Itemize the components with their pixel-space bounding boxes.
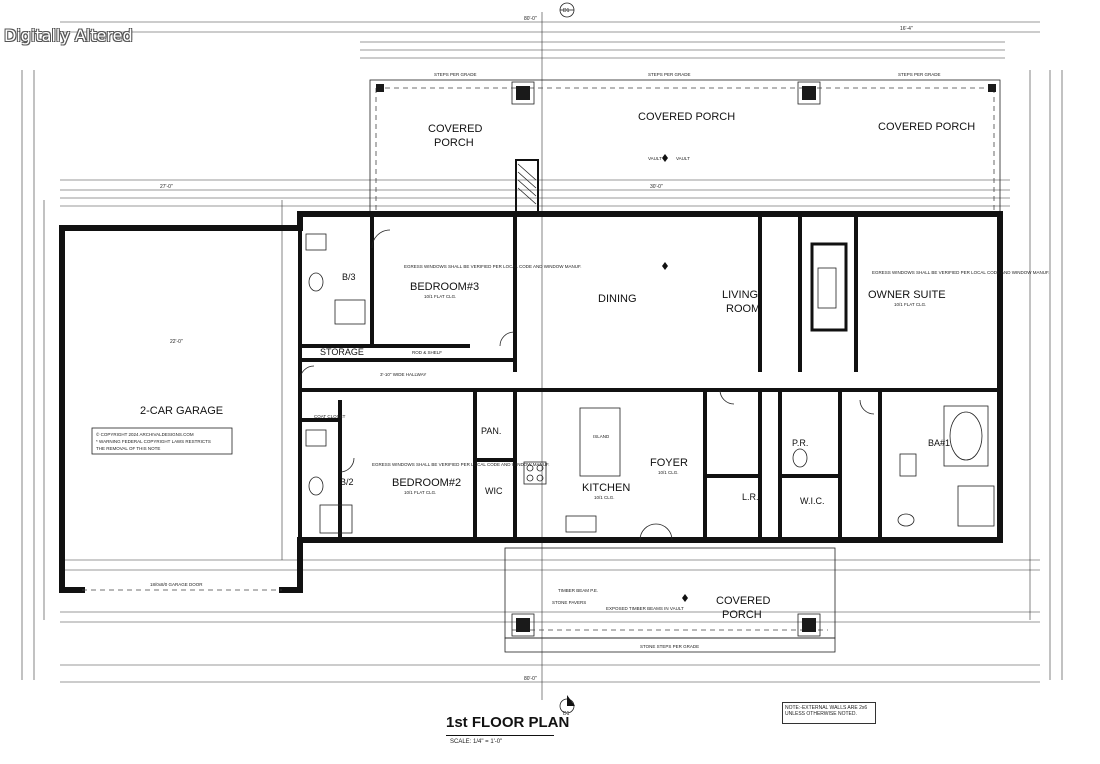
stone-pavers-note: STONE PAVERS bbox=[552, 600, 586, 605]
vault-note-right: VAULT bbox=[676, 156, 690, 161]
garage-door-note: 18/0x8/0 GARAGE DOOR bbox=[150, 582, 203, 587]
exterior-walls bbox=[59, 211, 1003, 593]
section-marker-bottom bbox=[559, 695, 575, 714]
garage-label: 2-CAR GARAGE bbox=[140, 405, 223, 417]
owner-suite-label: OWNER SUITE bbox=[868, 289, 946, 301]
dim-left-b: 27'-0" bbox=[160, 184, 173, 190]
hallway-label: 3'-10" WIDE HALLWAY bbox=[380, 372, 426, 377]
dining-label: DINING bbox=[598, 293, 637, 305]
fireplace bbox=[515, 159, 848, 332]
steps-note-center: STEPS PER GRADE bbox=[648, 72, 691, 77]
porch-center-label: COVERED PORCH bbox=[638, 111, 735, 123]
foyer-ceiling: 10/1 CLG. bbox=[658, 470, 679, 475]
porch-right-label: COVERED PORCH bbox=[878, 121, 975, 133]
dim-bottom-total: 80'-0" bbox=[524, 676, 537, 682]
vault-note-left: VAULT bbox=[648, 156, 662, 161]
owner-suite-ceiling: 10/1 FLAT CLG. bbox=[894, 302, 926, 307]
title-underline bbox=[446, 735, 554, 736]
kitchen-ceiling: 10/1 CLG. bbox=[594, 495, 615, 500]
egress-note-bedroom3: EGRESS WINDOWS SHALL BE VERIFIED PER LOC… bbox=[404, 264, 581, 269]
external-wall-note: NOTE:-EXTERNAL WALLS ARE 2x6 UNLESS OTHE… bbox=[782, 702, 876, 724]
plan-title: 1st FLOOR PLAN bbox=[446, 714, 570, 731]
section-marker-bottom-label: D1 bbox=[563, 711, 570, 717]
egress-note-owner: EGRESS WINDOWS SHALL BE VERIFIED PER LOC… bbox=[872, 270, 1049, 275]
door-swings bbox=[299, 229, 875, 541]
steps-note-right: STEPS PER GRADE bbox=[898, 72, 941, 77]
living-label-line1: LIVING bbox=[722, 289, 758, 301]
copyright-line3: THE REMOVAL OF THIS NOTE bbox=[96, 446, 160, 451]
stone-steps-note: STONE STEPS PER GRADE bbox=[640, 644, 699, 649]
fixtures bbox=[305, 233, 995, 534]
bedroom2-ceiling: 10/1 FLAT CLG. bbox=[404, 490, 436, 495]
dim-left-a: 22'-0" bbox=[170, 339, 183, 345]
timber-beam-note: TIMBER BEAM P.E. bbox=[558, 588, 598, 593]
island-label: ISLAND bbox=[593, 434, 610, 439]
porch-posts bbox=[376, 81, 996, 637]
wic-small-label: WIC bbox=[485, 486, 503, 496]
section-marker-top bbox=[559, 2, 575, 18]
dim-top-total: 80'-0" bbox=[524, 16, 537, 22]
bath1-label: BA#1 bbox=[928, 438, 950, 448]
bath2-label: B/2 bbox=[340, 477, 354, 487]
porch-outlines bbox=[369, 79, 1001, 653]
side-dimension-lines bbox=[21, 12, 1063, 700]
plan-scale: SCALE: 1/4" = 1'-0" bbox=[450, 739, 503, 745]
storage-label: STORAGE bbox=[320, 347, 364, 357]
bottom-dimension-lines bbox=[60, 559, 1040, 683]
vault-arrows bbox=[662, 154, 688, 602]
porch-front-label-line2: PORCH bbox=[722, 609, 762, 621]
coat-closet-note: COAT CLOSET bbox=[314, 414, 346, 419]
bedroom3-label: BEDROOM#3 bbox=[410, 281, 479, 293]
egress-note-bedroom2: EGRESS WINDOWS SHALL BE VERIFIED PER LOC… bbox=[372, 462, 549, 467]
top-dimension-lines bbox=[60, 21, 1040, 207]
bath3-label: B/3 bbox=[342, 272, 356, 282]
bedroom3-ceiling: 10/1 FLAT CLG. bbox=[424, 294, 456, 299]
living-label-line2: ROOM bbox=[726, 303, 760, 315]
laundry-room-label: L.R. bbox=[742, 492, 759, 502]
walk-in-closet-label: W.I.C. bbox=[800, 496, 825, 506]
powder-room-label: P.R. bbox=[792, 438, 808, 448]
steps-note-left: STEPS PER GRADE bbox=[434, 72, 477, 77]
section-marker-top-label: D1 bbox=[563, 8, 570, 14]
interior-walls bbox=[298, 214, 1000, 540]
foyer-label: FOYER bbox=[650, 457, 688, 469]
kitchen-label: KITCHEN bbox=[582, 482, 630, 494]
porch-left-label-line1: COVERED bbox=[428, 123, 482, 135]
exposed-beams-note: EXPOSED TIMBER BEAMS IN VAULT bbox=[606, 606, 684, 611]
pantry-label: PAN. bbox=[481, 426, 501, 436]
porch-left-label-line2: PORCH bbox=[434, 137, 474, 149]
dim-center: 30'-0" bbox=[650, 184, 663, 190]
copyright-line1: © COPYRIGHT 2024 ARCHIVALDESIGNS.COM bbox=[96, 431, 194, 437]
copyright-line2: * WARNING FEDERAL COPYRIGHT LAWS RESTRIC… bbox=[96, 439, 211, 444]
copyright-box bbox=[91, 427, 233, 455]
rod-shelf-note: ROD & SHELF bbox=[412, 350, 442, 355]
dim-right: 16'-4" bbox=[900, 26, 913, 32]
porch-front-label-line1: COVERED bbox=[716, 595, 770, 607]
bedroom2-label: BEDROOM#2 bbox=[392, 477, 461, 489]
digitally-altered-watermark: Digitally Altered bbox=[4, 26, 133, 45]
